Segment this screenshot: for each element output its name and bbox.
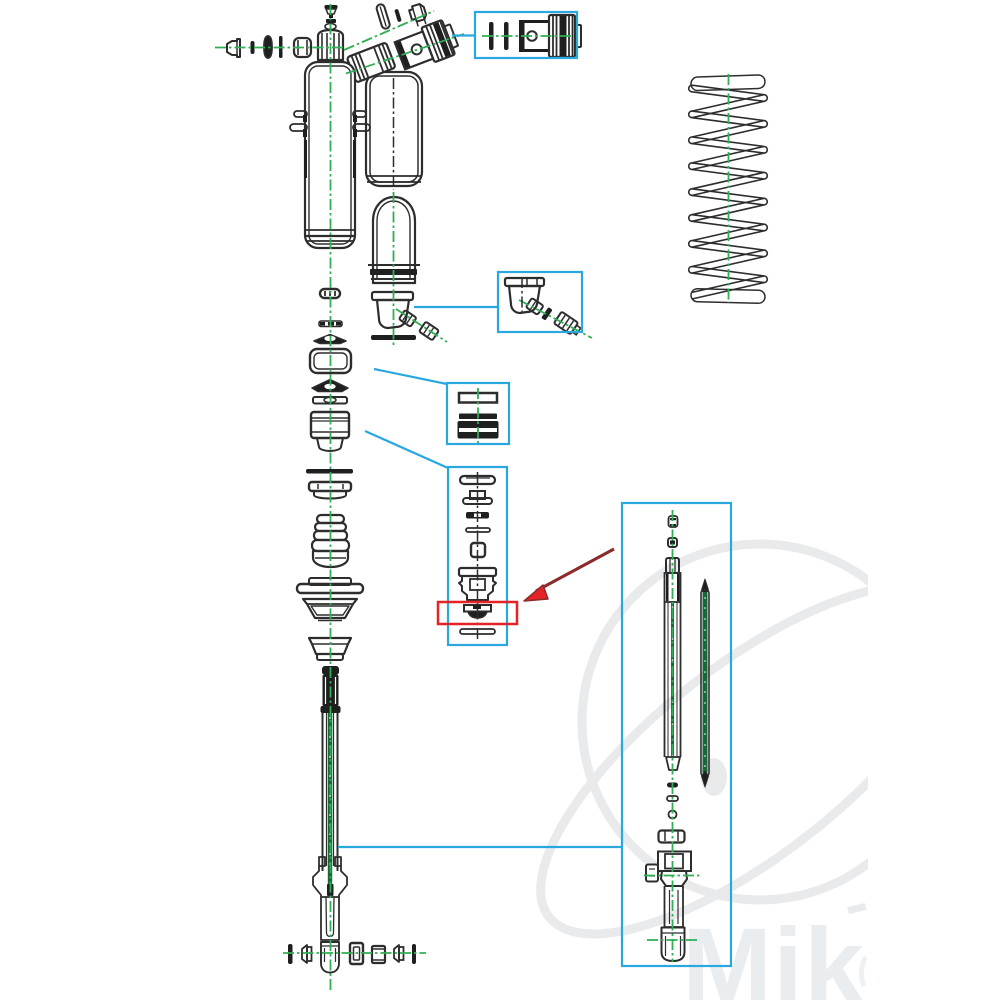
svg-text:Mik: Mik xyxy=(682,905,865,1000)
